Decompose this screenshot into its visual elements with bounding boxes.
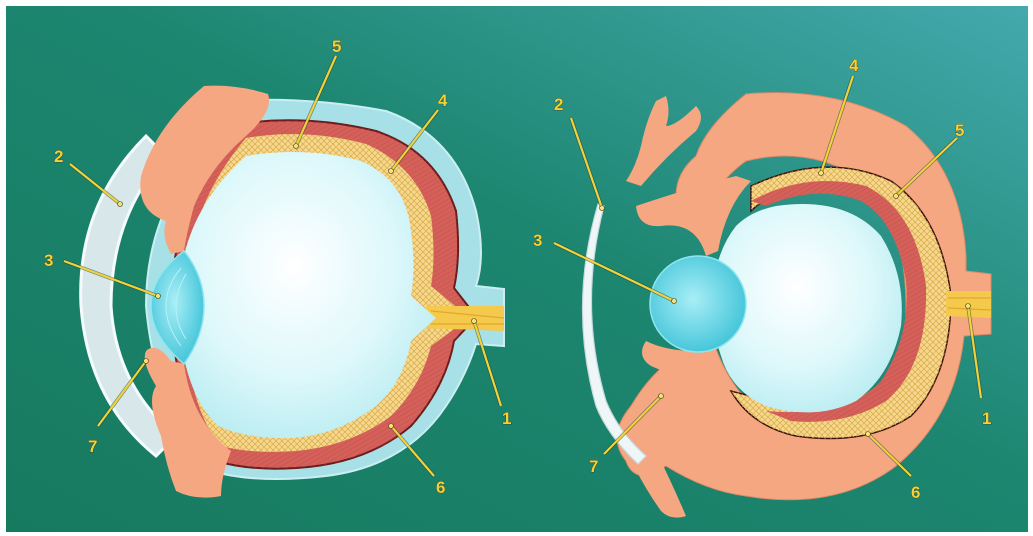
right-label-4: 4 bbox=[849, 56, 859, 75]
left-label-2: 2 bbox=[54, 147, 63, 166]
left-label-6: 6 bbox=[436, 478, 445, 497]
left-label-3: 3 bbox=[44, 251, 53, 270]
right-label-1: 1 bbox=[982, 409, 991, 428]
right-label-5: 5 bbox=[955, 121, 964, 140]
right-label-3: 3 bbox=[533, 231, 542, 250]
right-label-6: 6 bbox=[911, 483, 920, 502]
right-label-2: 2 bbox=[554, 95, 563, 114]
right-label-7: 7 bbox=[589, 457, 598, 476]
eye-anatomy-figure: 1 2 3 4 5 6 7 bbox=[6, 6, 1028, 532]
left-label-7: 7 bbox=[88, 437, 97, 456]
left-optic-nerve bbox=[426, 306, 504, 331]
left-label-5: 5 bbox=[332, 37, 341, 56]
left-label-1: 1 bbox=[502, 409, 511, 428]
right-lens bbox=[650, 256, 746, 352]
eye-anatomy-svg: 1 2 3 4 5 6 7 bbox=[6, 6, 1028, 532]
left-label-4: 4 bbox=[438, 91, 448, 110]
